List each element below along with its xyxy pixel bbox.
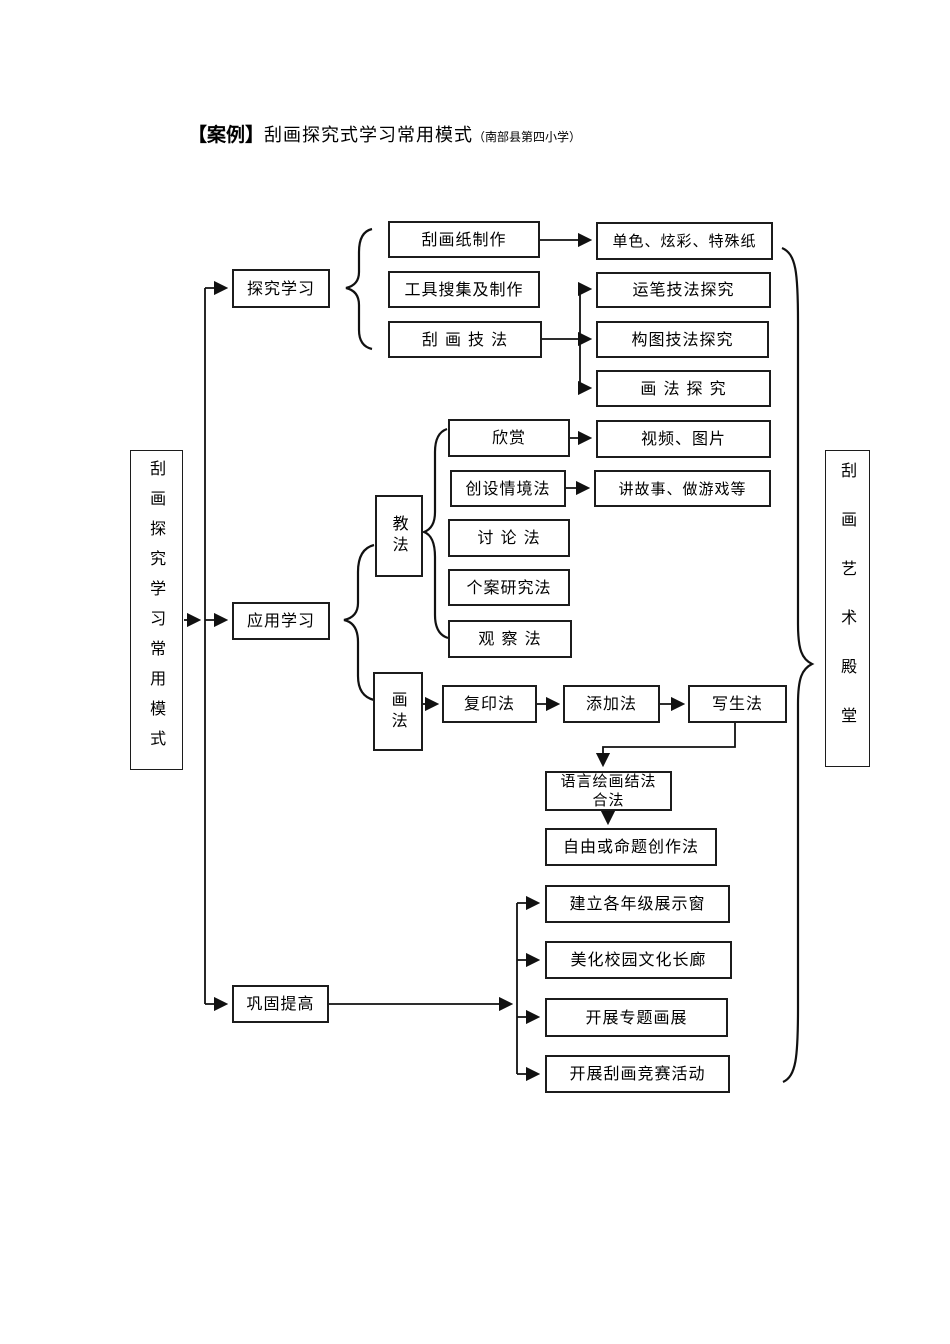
teaching-brace: [420, 427, 449, 640]
node-appreciation: 欣赏: [448, 419, 570, 457]
node-explore: 探究学习: [232, 269, 330, 308]
node-free-creation: 自由或命题创作法: [545, 828, 717, 866]
node-apply: 应用学习: [232, 602, 330, 640]
node-paper-making: 刮画纸制作: [388, 221, 540, 258]
explore-brace: [345, 227, 373, 351]
node-stroke-explore: 运笔技法探究: [596, 272, 771, 308]
node-competition: 开展刮画竞赛活动: [545, 1055, 730, 1093]
node-discussion: 讨 论 法: [448, 519, 570, 557]
node-painting: 画法: [373, 672, 423, 751]
title-main-text: 刮画探究式学习常用模式: [264, 125, 474, 146]
goal-brace: [781, 246, 815, 1083]
node-addition: 添加法: [563, 685, 660, 723]
title-bracket-label: 【案例】: [188, 124, 265, 146]
node-tool-making: 工具搜集及制作: [388, 271, 540, 308]
edge-language: [595, 723, 736, 768]
node-teaching: 教法: [375, 495, 423, 577]
node-situation: 创设情境法: [450, 470, 566, 507]
node-copy: 复印法: [442, 685, 537, 723]
apply-brace: [343, 543, 375, 702]
node-theme-exhibition: 开展专题画展: [545, 998, 728, 1037]
page-title: 【案例】刮画探究式学习常用模式（南部县第四小学）: [188, 120, 581, 147]
node-observation: 观 察 法: [448, 620, 572, 658]
node-scratch-technique: 刮 画 技 法: [388, 321, 542, 358]
node-sketch: 写生法: [688, 685, 787, 723]
node-composition-explore: 构图技法探究: [596, 321, 769, 358]
node-video: 视频、图片: [596, 420, 771, 458]
node-language-combo: 语言绘画结法 合法: [545, 771, 672, 811]
node-consolidate: 巩固提高: [232, 985, 329, 1023]
node-root: 刮画探究学习常用模式: [130, 450, 183, 770]
node-paper-types: 单色、炫彩、特殊纸: [596, 222, 773, 260]
node-grade-window: 建立各年级展示窗: [545, 885, 730, 923]
node-campus-corridor: 美化校园文化长廊: [545, 941, 732, 979]
technique-branch: [542, 289, 581, 388]
node-storytelling: 讲故事、做游戏等: [594, 470, 771, 507]
node-case-study: 个案研究法: [448, 569, 570, 606]
title-subtext: （南部县第四小学）: [473, 130, 582, 144]
node-goal: 刮画艺术殿堂: [825, 450, 870, 767]
node-painting-explore: 画 法 探 究: [596, 370, 771, 407]
